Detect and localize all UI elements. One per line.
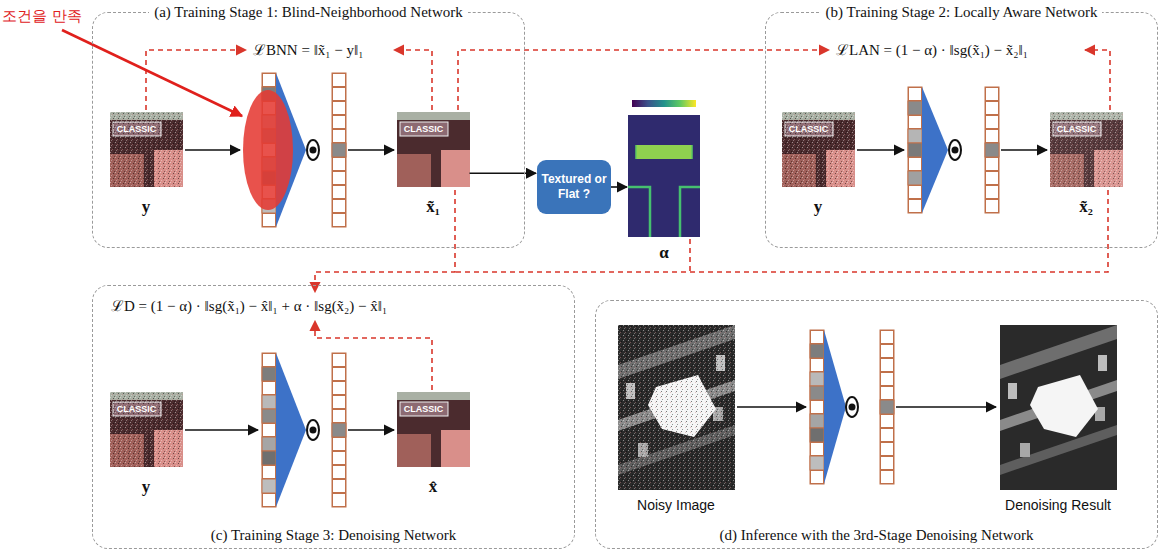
image-caption: Denoising Result [1000,496,1117,514]
network-c [262,353,276,507]
network-b [908,87,922,213]
decision-box: Textured or Flat ? [537,160,611,214]
decision-text: Textured or Flat ? [541,172,607,202]
annotation-arrow [62,30,242,116]
network-a [348,149,394,151]
loss-formula: ℒBNN = ‖x̃₁ − y‖₁ [252,40,364,60]
network-c [307,420,319,440]
network-c [348,429,394,431]
alpha-map-box: α [628,115,700,237]
image-caption: Noisy Image [618,496,735,514]
network-a [307,140,319,160]
alpha-map [628,187,700,237]
noisy-photo [782,112,855,187]
network-d [737,330,996,484]
loss-wires [689,239,691,272]
network-a [243,90,293,210]
network-c [332,353,346,507]
flow-arrow [611,186,627,188]
image-thumbnail: CLASSICx̂ [397,392,470,467]
clean-photo [397,112,470,187]
network-d [846,397,858,417]
panel-title: (b) Training Stage 2: Locally Aware Netw… [821,2,1103,22]
network-b [949,140,961,160]
network-d [880,330,894,484]
clean-photo [397,392,470,467]
network-a [332,73,346,227]
stage-panel: (c) Training Stage 3: Denoising Network C… [92,285,575,549]
loss-formula: ℒD = (1 − α) · ‖sg(x̃₁) − x̂‖₁ + α · ‖sg… [110,296,388,316]
scene-image: Denoising Result [1000,325,1117,490]
noisy-photo [110,112,183,187]
loss-wires [394,50,432,110]
network-b [1001,149,1047,151]
partial-photo [1050,112,1123,187]
image-thumbnail: CLASSICy [110,392,183,467]
network-d [896,406,996,408]
panel-caption: (d) Inference with the 3rd-Stage Denoisi… [714,525,1038,545]
alpha-map [628,115,700,237]
alpha-map [628,115,700,237]
network-d [737,406,806,408]
image-thumbnail: CLASSICx̃₂ [1050,112,1123,187]
loss-wires [315,321,432,390]
network-c [185,353,394,507]
network-a [185,149,240,151]
sign-text: CLASSIC [1053,122,1101,136]
sign-text: CLASSIC [785,122,833,136]
loss-wires [146,50,1110,390]
variable-label: x̃₁ [397,197,470,217]
noisy-photo [110,392,183,467]
panel-caption: (c) Training Stage 3: Denoising Network [206,525,461,545]
image-thumbnail: CLASSICy [782,112,855,187]
sign-text: CLASSIC [400,122,448,136]
loss-wires [146,50,246,110]
image-thumbnail: CLASSICx̃₁ [397,112,470,187]
annotation-note: 조건을 만족 [2,6,82,26]
network-b [857,87,1047,213]
colorbar [632,100,696,107]
loss-formula: ℒLAN = (1 − α) · ‖sg(x̃₁) − x̃₂‖₁ [835,40,1029,60]
loss-wires [1085,50,1110,110]
variable-label: x̂ [397,477,470,497]
network-d [824,330,846,484]
stage-panel: (d) Inference with the 3rd-Stage Denoisi… [595,300,1158,549]
network-c [185,429,258,431]
variable-label: y [782,197,855,217]
scene-image: Noisy Image [618,325,735,490]
variable-label: y [110,197,183,217]
sign-text: CLASSIC [400,402,448,416]
sign-text: CLASSIC [113,122,161,136]
variable-label: α [628,243,700,263]
network-a [185,73,394,227]
noisy-scene [618,325,735,490]
variable-label: y [110,477,183,497]
network-c [276,353,306,507]
network-b [922,87,948,213]
clean-scene [1000,325,1117,490]
loss-wires [458,50,829,110]
alpha-map [636,145,692,159]
network-b [857,149,904,151]
variable-label: x̃₂ [1050,197,1123,217]
panel-title: (a) Training Stage 1: Blind-Neighborhood… [149,2,468,22]
image-thumbnail: CLASSICy [110,112,183,187]
flow-arrow [470,172,537,174]
sign-text: CLASSIC [113,402,161,416]
network-b [985,87,999,213]
alpha-map [636,145,692,159]
network-d [810,330,824,484]
